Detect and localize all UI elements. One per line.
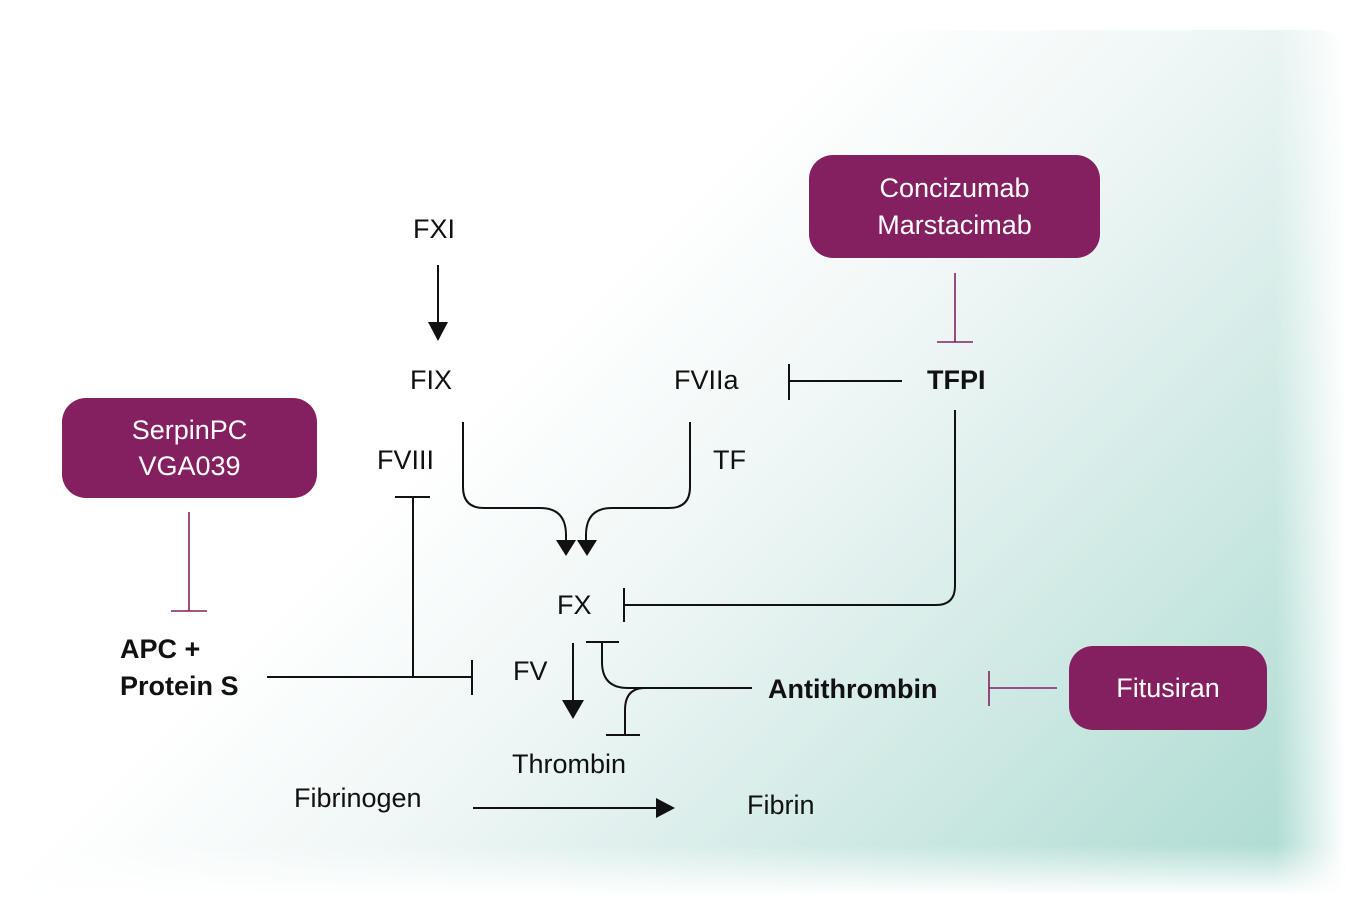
- tfpi-to-fx-inhibit: [624, 410, 956, 606]
- factor-tf: TF: [713, 445, 746, 475]
- therapy-marstacimab: Marstacimab: [877, 209, 1032, 240]
- factor-fibrin: Fibrin: [747, 790, 815, 820]
- therapy-box-anti-tfpi: Concizumab Marstacimab: [809, 155, 1100, 258]
- therapy-fitusiran: Fitusiran: [1116, 672, 1220, 703]
- inhibitor-tfpi: TFPI: [927, 365, 986, 395]
- therapy-vga039: VGA039: [138, 451, 241, 481]
- fviia-to-fx-arrow: [585, 422, 691, 540]
- therapy-box-anti-at: Fitusiran: [1069, 646, 1267, 730]
- therapy-serpinpc: SerpinPC: [131, 414, 248, 445]
- factor-fibrinogen: Fibrinogen: [294, 783, 422, 813]
- factor-fviii: FVIII: [377, 445, 435, 475]
- factor-fxi: FXI: [413, 214, 456, 244]
- antithrombin-inhibit: [601, 642, 752, 689]
- factor-fv: FV: [513, 656, 548, 686]
- factor-thrombin: Thrombin: [512, 749, 627, 779]
- therapy-concizumab: Concizumab: [879, 173, 1030, 204]
- factor-fix: FIX: [410, 365, 453, 395]
- inhibitor-protein-s: Protein S: [120, 671, 239, 701]
- fix-to-fx-arrow: [462, 422, 567, 540]
- therapy-box-anti-apc: SerpinPC VGA039: [62, 398, 317, 498]
- factor-fx: FX: [557, 590, 592, 620]
- inhibitor-apc: APC +: [120, 634, 201, 664]
- factor-fviia: FVIIa: [674, 365, 739, 395]
- inhibitor-antithrombin: Antithrombin: [768, 674, 938, 704]
